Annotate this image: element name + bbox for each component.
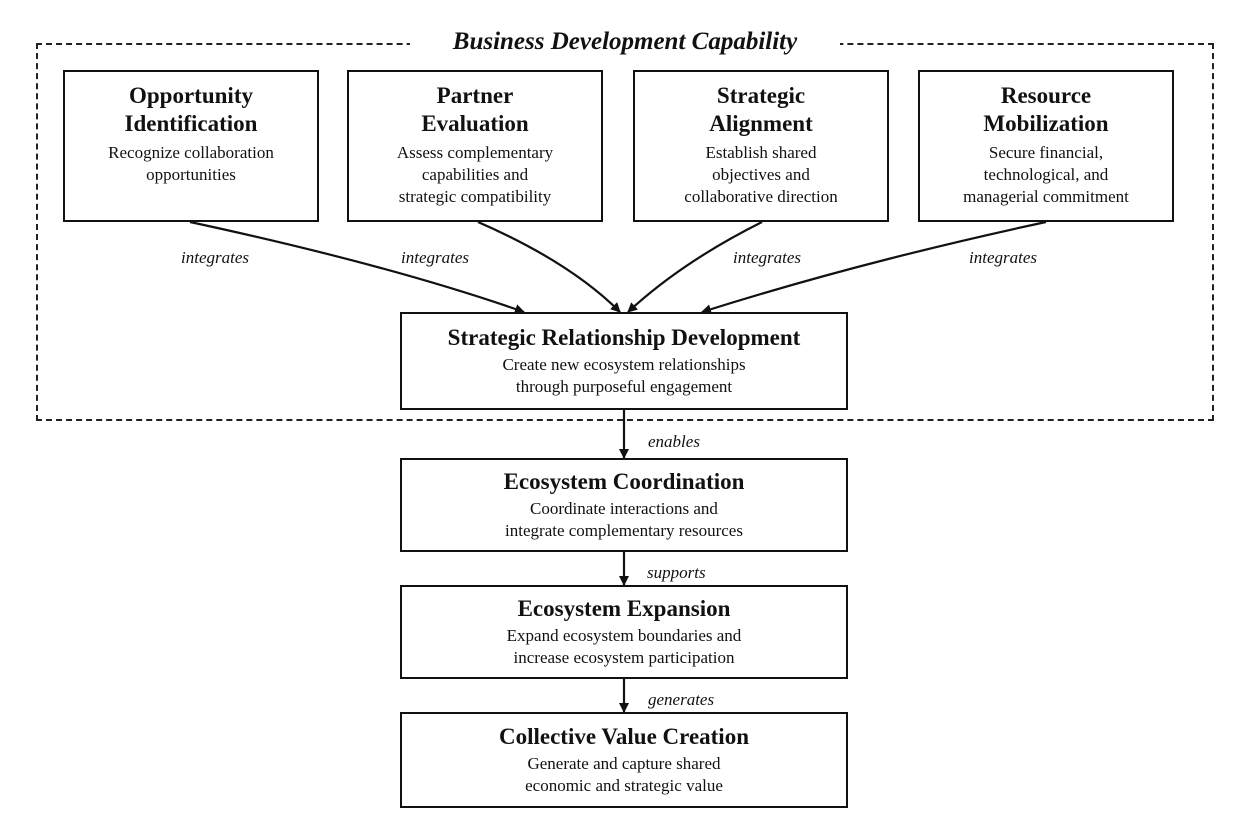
arrow-partner-to-relationship	[477, 220, 621, 313]
frame-title: Business Development Capability	[410, 22, 840, 62]
collective-value-creation-box: Collective Value Creation Generate and c…	[400, 712, 848, 808]
box-title: Ecosystem Expansion	[517, 596, 731, 621]
box-title: Collective Value Creation	[499, 724, 749, 749]
enables-label: enables	[648, 432, 700, 451]
strategic-relationship-development-box: Strategic Relationship Development Creat…	[400, 312, 848, 410]
integrates-label-2: integrates	[401, 248, 469, 267]
ecosystem-expansion-box: Ecosystem Expansion Expand ecosystem bou…	[400, 585, 848, 679]
integrates-label-1: integrates	[181, 248, 249, 267]
integrates-label-4: integrates	[969, 248, 1037, 267]
box-title: Strategic Relationship Development	[447, 325, 801, 350]
integrates-label-3: integrates	[733, 248, 801, 267]
arrow-opportunity-to-relationship	[189, 220, 525, 314]
supports-label: supports	[647, 563, 706, 582]
arrow-resource-to-relationship	[701, 220, 1047, 315]
arrow-alignment-to-relationship	[627, 221, 763, 313]
generates-label: generates	[648, 690, 715, 709]
box-title: Ecosystem Coordination	[503, 469, 745, 494]
ecosystem-coordination-box: Ecosystem Coordination Coordinate intera…	[400, 458, 848, 552]
